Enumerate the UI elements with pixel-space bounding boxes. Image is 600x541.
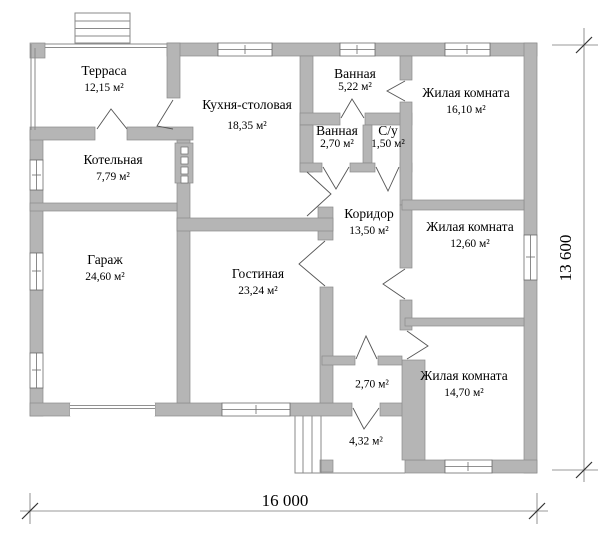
room-name: Жилая комната <box>420 368 508 383</box>
room-area: 14,70 м² <box>444 386 484 399</box>
window <box>221 402 291 417</box>
wall-segments <box>29 42 538 474</box>
door-swing <box>382 268 406 300</box>
door-swing <box>156 99 174 130</box>
door-swing <box>340 98 365 119</box>
window <box>339 42 376 57</box>
room-name: Котельная <box>83 152 143 167</box>
dimension-height-label: 13 600 <box>556 234 575 282</box>
room-name: Коридор <box>344 206 394 221</box>
room-name: Ванная <box>334 66 376 81</box>
room-name: Ванная <box>316 123 358 138</box>
window <box>29 252 44 291</box>
window <box>29 352 44 389</box>
dimension-line-width <box>20 493 548 524</box>
room-label-porch: 4,32 м² <box>349 436 383 448</box>
room-label-terrace: Терраса 12,15 м² <box>81 64 126 94</box>
room-label-wc: С/у 1,50 м² <box>371 124 405 150</box>
terrace-steps <box>74 12 131 44</box>
window <box>29 159 44 191</box>
dimension-width-label: 16 000 <box>261 491 309 510</box>
room-area: 4,32 м² <box>349 435 383 448</box>
room-label-kitchen-dining: Кухня-столовая 18,35 м² <box>202 98 292 132</box>
room-area: 23,24 м² <box>238 284 278 297</box>
room-name: С/у <box>378 123 398 138</box>
room-label-boiler: Котельная 7,79 м² <box>83 153 142 183</box>
door-swing <box>306 171 332 217</box>
chimney-block <box>174 142 194 184</box>
window <box>217 42 273 57</box>
room-label-corridor: Коридор 13,50 м² <box>344 207 393 237</box>
door-swings <box>96 80 429 430</box>
room-area: 12,60 м² <box>450 237 490 250</box>
room-area: 18,35 м² <box>227 119 267 132</box>
room-name: Жилая комната <box>426 219 514 234</box>
entry-porch <box>294 416 405 474</box>
terrace-railing <box>30 43 167 130</box>
room-label-living-3: Жилая комната 14,70 м² <box>420 369 507 399</box>
room-label-bathroom-1: Ванная 5,22 м² <box>334 67 376 93</box>
door-swing <box>96 108 128 130</box>
dimension-line-height <box>552 28 598 482</box>
room-label-bathroom-2: Ванная 2,70 м² <box>316 124 358 150</box>
garage-gate <box>70 403 155 416</box>
door-swing <box>386 80 406 102</box>
room-name: Терраса <box>81 63 127 78</box>
room-area: 1,50 м² <box>371 137 405 150</box>
room-label-garage: Гараж 24,60 м² <box>85 253 124 283</box>
room-name: Гараж <box>87 252 123 267</box>
room-label-living-2: Жилая комната 12,60 м² <box>426 220 513 250</box>
door-swing <box>375 166 400 193</box>
window <box>523 234 538 281</box>
room-area: 13,50 м² <box>349 224 389 237</box>
room-area: 16,10 м² <box>446 103 486 116</box>
door-swing <box>355 334 378 360</box>
windows <box>29 42 538 474</box>
window <box>444 459 493 474</box>
room-area: 7,79 м² <box>96 170 130 183</box>
room-label-living-1: Жилая комната 16,10 м² <box>422 86 509 116</box>
room-name: Кухня-столовая <box>202 97 292 112</box>
room-area: 12,15 м² <box>84 81 124 94</box>
door-swing <box>298 240 326 287</box>
room-area: 24,60 м² <box>85 270 125 283</box>
room-name: Гостиная <box>231 266 285 281</box>
room-area: 2,70 м² <box>355 378 389 391</box>
room-area: 5,22 м² <box>338 80 372 93</box>
room-label-hall: 2,70 м² <box>355 379 389 391</box>
room-area: 2,70 м² <box>320 137 354 150</box>
room-name: Жилая комната <box>422 85 510 100</box>
door-swing <box>322 166 350 190</box>
door-swing <box>406 330 429 360</box>
room-label-lounge: Гостиная 23,24 м² <box>232 267 284 297</box>
window <box>444 42 491 57</box>
door-swing <box>352 407 380 430</box>
